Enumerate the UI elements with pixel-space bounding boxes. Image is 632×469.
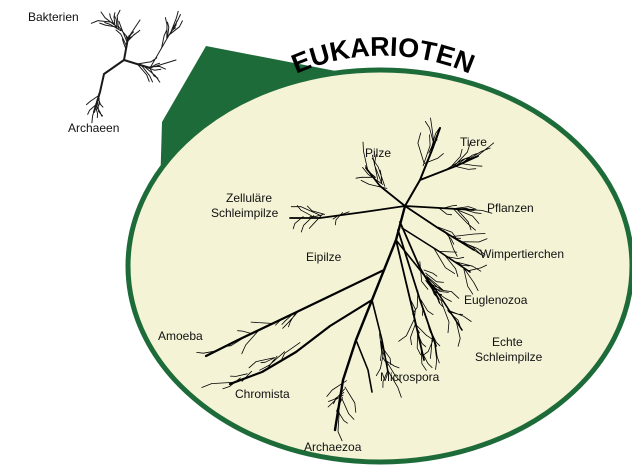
eukaryotes-ellipse xyxy=(128,70,632,462)
label-archaeen: Archaeen xyxy=(68,121,119,135)
label-wimpertierchen: Wimpertierchen xyxy=(480,247,564,261)
label-echte-2: Schleimpilze xyxy=(475,350,543,364)
label-bakterien: Bakterien xyxy=(28,10,79,24)
label-archaezoa: Archaezoa xyxy=(304,440,362,454)
label-microspora: Microspora xyxy=(380,370,440,384)
label-echte-1: Echte xyxy=(492,335,523,349)
label-euglenozoa: Euglenozoa xyxy=(464,293,528,307)
prokaryote-tree xyxy=(87,10,183,122)
label-zellulaere-1: Zelluläre xyxy=(226,191,272,205)
label-eipilze: Eipilze xyxy=(306,250,342,264)
label-tiere: Tiere xyxy=(460,135,487,149)
label-pflanzen: Pflanzen xyxy=(487,201,534,215)
label-pilze: Pilze xyxy=(365,146,391,160)
label-zellulaere-2: Schleimpilze xyxy=(211,206,279,220)
label-chromista: Chromista xyxy=(235,387,290,401)
label-amoeba: Amoeba xyxy=(158,329,203,343)
